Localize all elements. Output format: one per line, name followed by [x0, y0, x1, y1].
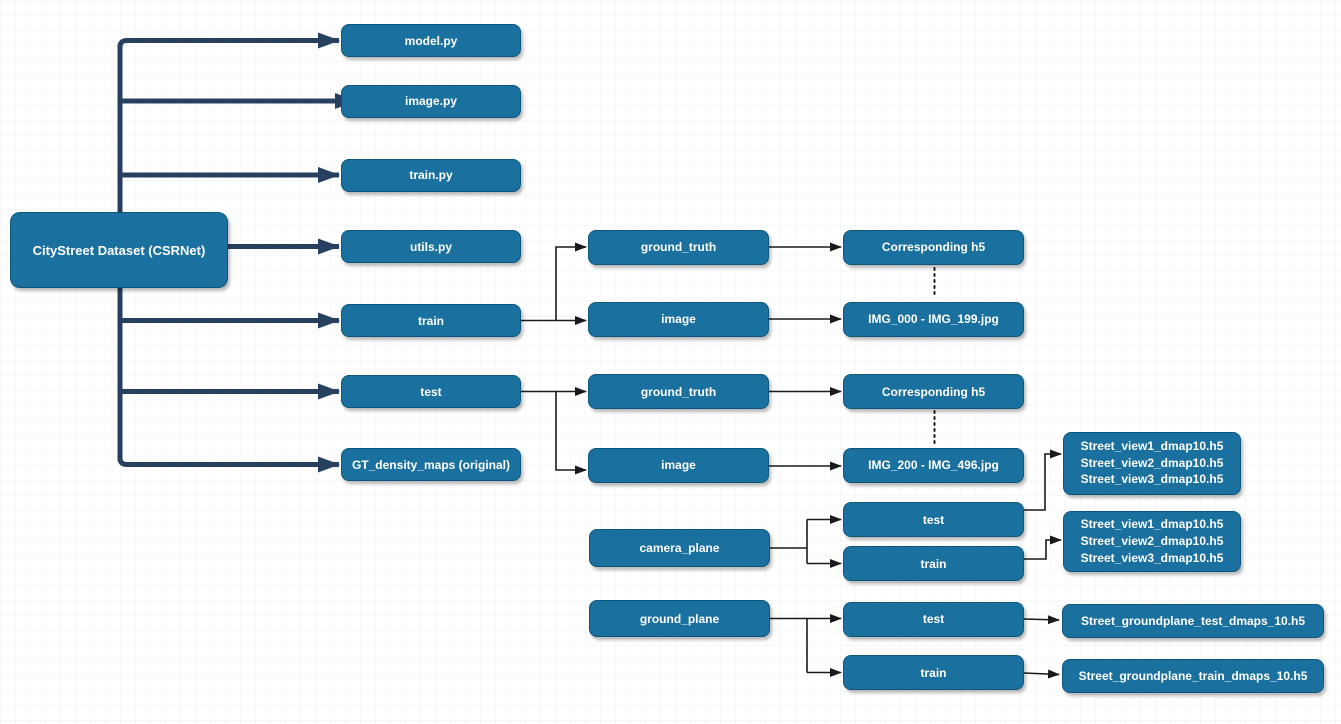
connector-camera-train-files	[1024, 535, 1062, 560]
node-test-image[interactable]: image	[588, 447, 769, 483]
node-train-ground-truth[interactable]: ground_truth	[588, 229, 769, 265]
connector-ground-test-files	[1023, 615, 1060, 625]
file-name: Street_view2_dmap10.h5	[1080, 455, 1224, 470]
file-name: Street_view3_dmap10.h5	[1080, 472, 1224, 487]
node-test-ground-truth[interactable]: ground_truth	[588, 374, 769, 409]
connector-camera-test-files	[1024, 449, 1062, 511]
node-train-image-files[interactable]: IMG_000 - IMG_199.jpg	[843, 301, 1024, 337]
node-camera-train-files[interactable]: Street_view1_dmap10.h5 Street_view2_dmap…	[1063, 511, 1241, 572]
node-utils-py[interactable]: utils.py	[341, 230, 521, 263]
connector-root-gt-density-maps	[117, 456, 340, 473]
file-name: Street_view3_dmap10.h5	[1080, 550, 1224, 565]
node-train-image[interactable]: image	[588, 301, 769, 337]
node-ground-test-files[interactable]: Street_groundplane_test_dmaps_10.h5	[1062, 604, 1324, 638]
connector-test-image	[555, 391, 587, 475]
connector-ground-train-files	[1023, 669, 1060, 679]
node-test-image-files[interactable]: IMG_200 - IMG_496.jpg	[843, 447, 1024, 483]
node-camera-train[interactable]: train	[843, 546, 1024, 581]
file-name: Street_view1_dmap10.h5	[1080, 438, 1224, 453]
node-train-dir[interactable]: train	[341, 304, 521, 337]
node-ground-train-files[interactable]: Street_groundplane_train_dmaps_10.h5	[1062, 659, 1324, 693]
file-name: Street_view2_dmap10.h5	[1080, 534, 1224, 549]
node-ground-train[interactable]: train	[843, 655, 1024, 690]
node-train-ground-truth-files[interactable]: Corresponding h5	[843, 229, 1024, 265]
node-test-dir[interactable]: test	[341, 375, 521, 408]
node-camera-plane[interactable]: camera_plane	[589, 529, 770, 567]
node-camera-test-files[interactable]: Street_view1_dmap10.h5 Street_view2_dmap…	[1063, 431, 1241, 495]
connector-root-model-py	[117, 32, 340, 49]
node-train-py[interactable]: train.py	[341, 158, 521, 192]
file-name: Street_view1_dmap10.h5	[1080, 517, 1224, 532]
node-root-dataset[interactable]: CityStreet Dataset (CSRNet)	[10, 212, 228, 288]
node-image-py[interactable]: image.py	[341, 84, 521, 118]
node-gt-density-maps[interactable]: GT_density_maps (original)	[341, 448, 521, 481]
node-ground-plane[interactable]: ground_plane	[589, 600, 770, 637]
node-camera-test[interactable]: test	[843, 502, 1024, 537]
node-test-ground-truth-files[interactable]: Corresponding h5	[843, 374, 1024, 409]
node-ground-test[interactable]: test	[843, 601, 1024, 637]
connector-train-ground-truth	[555, 242, 587, 321]
node-model-py[interactable]: model.py	[341, 24, 521, 57]
